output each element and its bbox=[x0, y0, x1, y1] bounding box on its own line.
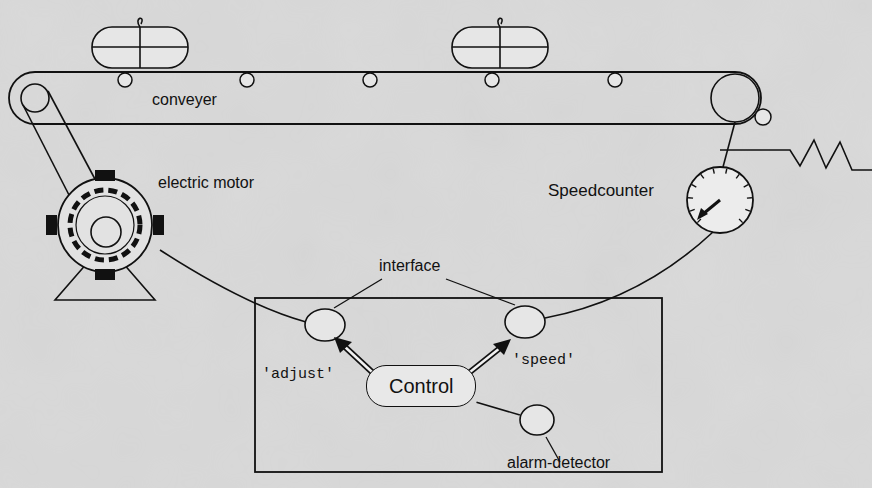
part-name: Speedcounter bbox=[548, 181, 654, 201]
control-box: Control bbox=[366, 365, 476, 407]
node-label: alarm-detector bbox=[507, 454, 610, 472]
package bbox=[452, 18, 548, 68]
electric-motor bbox=[46, 170, 164, 300]
signal-name: 'speed' bbox=[512, 352, 575, 369]
leader-line bbox=[334, 279, 382, 308]
leader-line bbox=[446, 279, 515, 305]
speedcounter-dial bbox=[687, 122, 872, 233]
conveyer-belt bbox=[9, 72, 761, 124]
connector-line bbox=[476, 402, 519, 415]
part-name: electric motor bbox=[158, 174, 254, 192]
end-pulley bbox=[711, 74, 759, 122]
alarm-detector-circle: alarm-detector bbox=[519, 404, 555, 436]
roller bbox=[118, 73, 622, 87]
package bbox=[92, 18, 188, 68]
part-name: conveyer bbox=[152, 91, 217, 109]
part-name: interface bbox=[379, 257, 440, 275]
signal-name: 'adjust' bbox=[262, 366, 334, 383]
signal-arrow bbox=[334, 337, 372, 372]
interface-port bbox=[305, 309, 345, 341]
circle-outline bbox=[519, 404, 555, 436]
signal-arrow bbox=[470, 339, 511, 372]
node-label: Control bbox=[389, 374, 453, 398]
interface-port bbox=[505, 306, 545, 338]
wire bbox=[545, 232, 713, 318]
wire bbox=[160, 250, 306, 322]
control-housing bbox=[255, 298, 662, 472]
sensor-wheel bbox=[755, 109, 771, 125]
